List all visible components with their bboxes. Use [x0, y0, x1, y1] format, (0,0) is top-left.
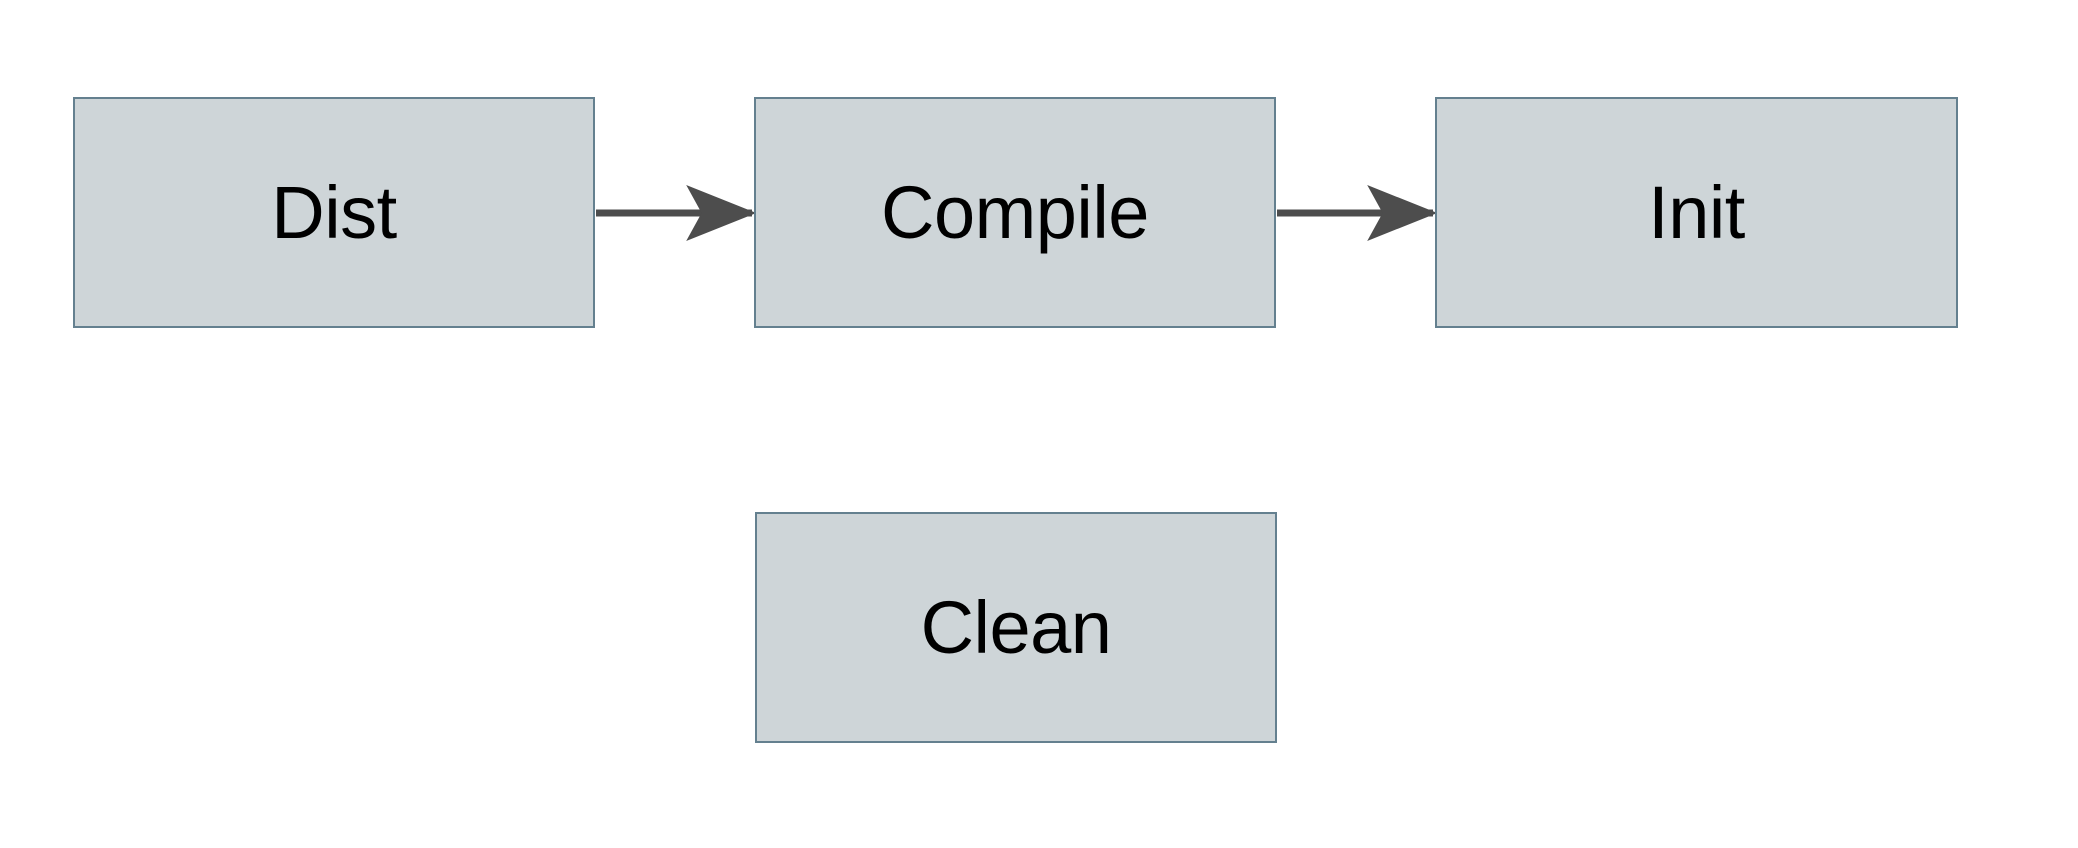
node-dist[interactable]: Dist [73, 97, 595, 328]
node-clean[interactable]: Clean [755, 512, 1277, 743]
node-init-label: Init [1648, 170, 1745, 254]
node-compile[interactable]: Compile [754, 97, 1276, 328]
node-dist-label: Dist [271, 170, 397, 254]
node-init[interactable]: Init [1435, 97, 1958, 328]
node-clean-label: Clean [920, 585, 1112, 669]
node-compile-label: Compile [881, 170, 1149, 254]
edge-compile-init-hitarea[interactable] [1276, 198, 1435, 228]
edge-dist-compile-hitarea[interactable] [595, 198, 754, 228]
